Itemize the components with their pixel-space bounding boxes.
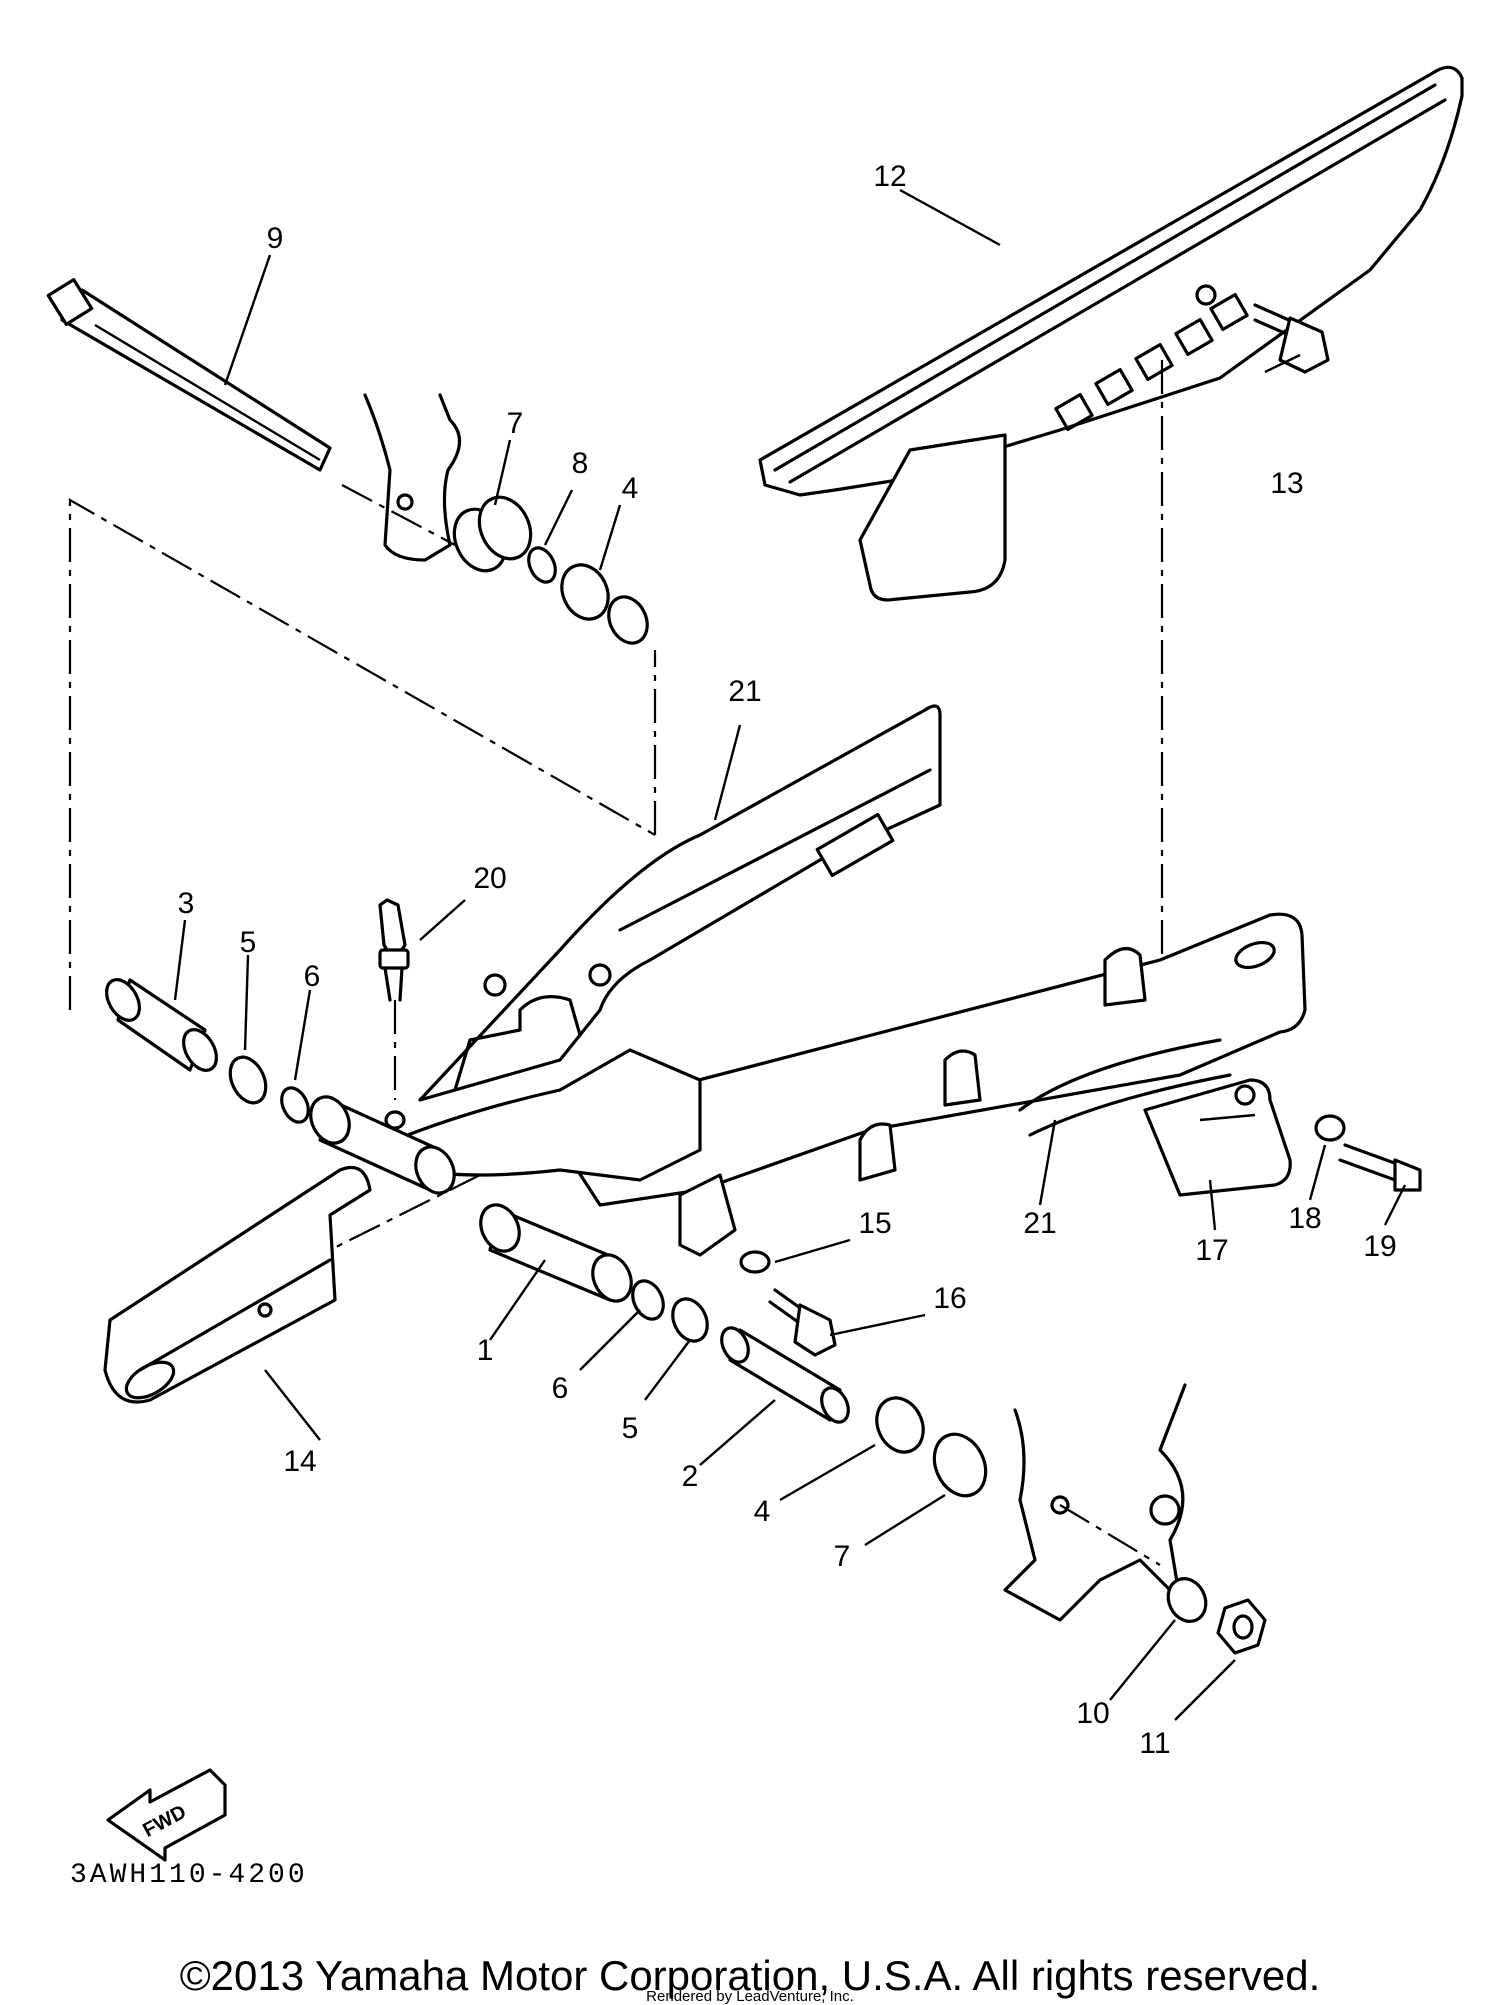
drawing-code: 3AWH110-4200 xyxy=(70,1860,308,1891)
leader-lines xyxy=(173,188,1407,1721)
callout-10: 10 xyxy=(1076,1697,1109,1730)
chain-slider-part xyxy=(103,1165,372,1404)
fwd-arrow-icon: FWD xyxy=(106,1768,227,1862)
callout-13: 13 xyxy=(1270,467,1303,500)
callout-4: 4 xyxy=(622,472,639,505)
callout-16: 16 xyxy=(933,1282,966,1315)
callout-20: 20 xyxy=(473,862,506,895)
callout-5b: 5 xyxy=(622,1412,639,1445)
frame-stub-upper xyxy=(341,393,462,562)
callout-11: 11 xyxy=(1139,1727,1170,1760)
pivot-shaft-part xyxy=(46,278,332,472)
callout-8: 8 xyxy=(572,447,589,480)
callout-1: 1 xyxy=(477,1334,494,1367)
callout-21: 21 xyxy=(728,675,761,708)
callout-14: 14 xyxy=(283,1445,316,1478)
callout-6: 6 xyxy=(304,960,321,993)
callout-12: 12 xyxy=(873,160,906,193)
callouts: 12 9 7 8 4 13 21 20 3 5 6 21 15 16 18 19… xyxy=(178,160,1397,1760)
copyright-notice: ©2013 Yamaha Motor Corporation, U.S.A. A… xyxy=(179,1952,1321,1999)
callout-5: 5 xyxy=(240,926,257,959)
left-bushings xyxy=(105,978,310,1124)
callout-7b: 7 xyxy=(834,1540,851,1573)
callout-6b: 6 xyxy=(552,1372,569,1405)
callout-15: 15 xyxy=(858,1207,891,1240)
rendered-by-note: Rendered by LeadVenture, Inc. xyxy=(646,1988,854,2005)
callout-2: 2 xyxy=(682,1460,699,1493)
upper-bushings xyxy=(452,495,649,645)
callout-3: 3 xyxy=(178,887,195,920)
callout-18: 18 xyxy=(1288,1202,1321,1235)
callout-4b: 4 xyxy=(754,1495,771,1528)
swingarm-part xyxy=(309,704,1307,1303)
callout-21b: 21 xyxy=(1023,1207,1056,1240)
bolt-15-16-part xyxy=(739,1250,837,1357)
frame-stub-lower xyxy=(1003,1383,1187,1622)
callout-7: 7 xyxy=(507,407,524,440)
callout-19: 19 xyxy=(1363,1230,1396,1263)
callout-17: 17 xyxy=(1195,1234,1228,1267)
alignment-lines xyxy=(68,360,1164,1251)
grease-nipple-part xyxy=(378,898,410,1100)
callout-9: 9 xyxy=(267,222,284,255)
lower-bushings xyxy=(631,1279,988,1498)
chain-case-part xyxy=(758,65,1464,602)
washer-nut-part xyxy=(1166,1577,1267,1655)
chain-puller-part xyxy=(1143,1078,1422,1197)
